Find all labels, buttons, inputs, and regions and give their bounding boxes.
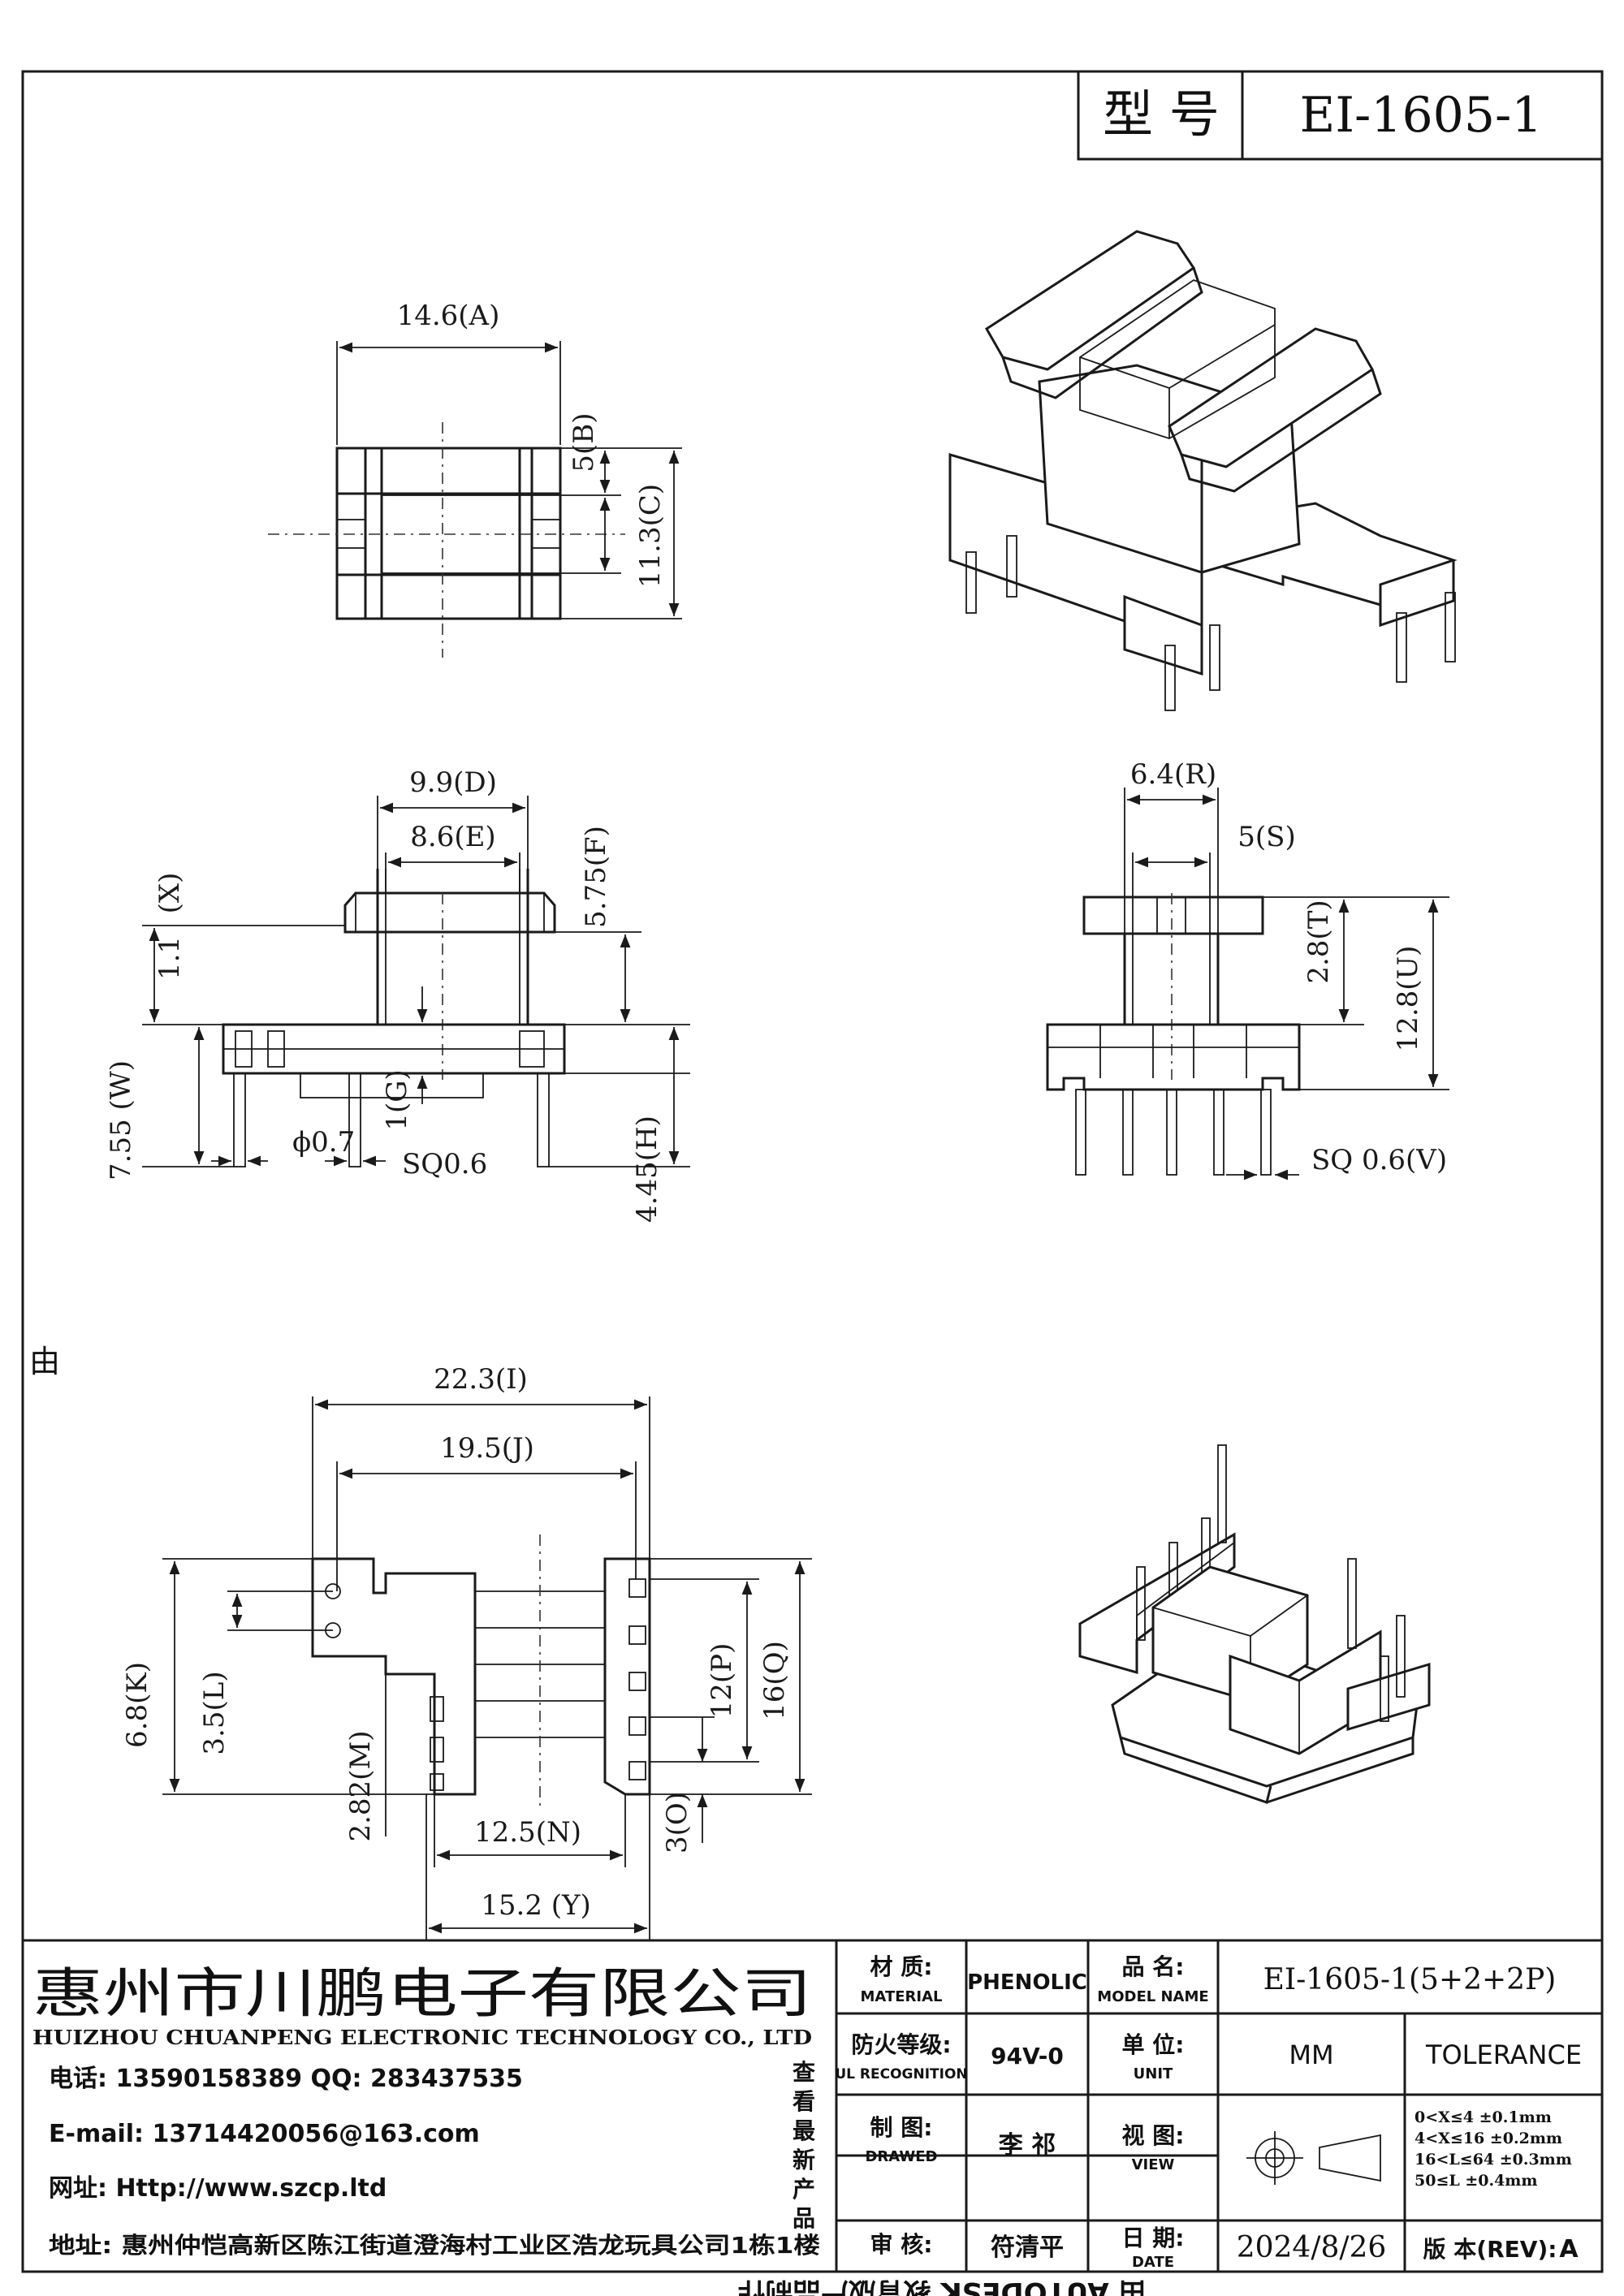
dim-y-label: 15.2 (Y): [481, 1889, 591, 1922]
model-header-label: 型 号: [1103, 84, 1220, 144]
company-address: 地址: 惠州仲恺高新区陈江街道澄海村工业区浩龙玩具公司1栋1楼: [49, 2232, 820, 2259]
dim-t-label: 2.8(T): [1302, 900, 1335, 983]
bottom-view: 22.3(I) 19.5(J) 6.8(K) 3.5(L) 2.82(M) 12…: [121, 1363, 812, 1940]
dim-e-label: 8.6(E): [410, 821, 495, 853]
front-view: 9.9(D) 8.6(E) 5.75(F) (X) 1.1 7.55 (W) 1…: [105, 766, 690, 1223]
iso-view-top: [948, 230, 1458, 711]
unit-value: MM: [1289, 2039, 1333, 2070]
dim-i-label: 22.3(I): [434, 1363, 528, 1396]
dim-f-label: 5.75(F): [580, 826, 612, 928]
dim-x-value: 1.1: [153, 936, 186, 980]
drawn-label-en: DRAWED: [865, 2148, 937, 2165]
ul-label: 防火等级:: [851, 2031, 951, 2058]
ul-value: 94V-0: [991, 2043, 1064, 2069]
view-label-en: VIEW: [1132, 2156, 1175, 2173]
drawn-label: 制 图:: [870, 2114, 933, 2141]
iso-view-bottom: [1078, 1444, 1431, 1804]
dim-u-label: 12.8(U): [1392, 946, 1424, 1052]
tolerance-row-1: 0<X≤4 ±0.1mm: [1415, 2108, 1552, 2126]
vertical-text-2: 看: [793, 2088, 815, 2115]
dim-w-label: 7.55 (W): [105, 1060, 137, 1180]
tolerance-row-2: 4<X≤16 ±0.2mm: [1415, 2130, 1562, 2147]
vertical-text-1: 查: [793, 2059, 815, 2086]
material-label: 材 质:: [870, 1953, 933, 1980]
material-label-en: MATERIAL: [861, 1988, 943, 2005]
side-mark: 由: [29, 1344, 60, 1379]
unit-label: 单 位:: [1122, 2031, 1185, 2058]
model-header-value: EI-1605-1: [1300, 87, 1543, 144]
vertical-text-6: 品: [793, 2205, 815, 2232]
sheet-border: [21, 70, 1604, 2273]
model-name-label-en: MODEL NAME: [1097, 1988, 1208, 2005]
date-label: 日 期:: [1122, 2225, 1185, 2251]
dim-q-label: 16(Q): [758, 1641, 791, 1720]
dim-l-label: 3.5(L): [198, 1671, 231, 1754]
revision-label: 版 本(REV):: [1423, 2236, 1557, 2263]
dim-j-label: 19.5(J): [440, 1432, 534, 1465]
vertical-text-4: 新: [793, 2147, 815, 2173]
revision-value: A: [1559, 2235, 1579, 2264]
dim-b-label: 5(B): [568, 412, 600, 472]
phi-label: ϕ0.7: [292, 1126, 355, 1159]
ul-label-en: UL RECOGNITION: [835, 2066, 967, 2082]
dim-o-label: 3(O): [661, 1792, 693, 1854]
dim-a-label: 14.6(A): [397, 300, 500, 332]
top-view: 14.6(A) 5(B) 11.3(C): [268, 300, 682, 658]
dim-g-label: 1(G): [381, 1069, 413, 1130]
dim-h-label: 4.45(H): [631, 1116, 663, 1223]
check-label: 审 核:: [870, 2231, 933, 2258]
dim-c-label: 11.3(C): [634, 484, 667, 588]
view-label: 视 图:: [1122, 2122, 1185, 2149]
autodesk-watermark: 由 AUTODESK 教育版产品制作: [738, 2276, 1147, 2296]
company-phone: 电话: 13590158389 QQ: 283437535: [49, 2065, 523, 2093]
tolerance-row-4: 50≤L ±0.4mm: [1415, 2172, 1538, 2190]
unit-label-en: UNIT: [1134, 2065, 1173, 2082]
drawn-value: 李 祁: [999, 2131, 1056, 2160]
model-header: 型 号 EI-1605-1: [1077, 70, 1604, 161]
check-value: 符清平: [991, 2233, 1064, 2262]
projection-symbol-icon: [1246, 2131, 1381, 2185]
date-label-en: DATE: [1132, 2254, 1174, 2271]
vertical-text-5: 产: [793, 2176, 815, 2203]
tolerance-label: TOLERANCE: [1425, 2039, 1582, 2070]
dim-k-label: 6.8(K): [121, 1662, 153, 1748]
company-name-cn: 惠州市川鹏电子有限公司: [32, 1962, 812, 2025]
title-block: 惠州市川鹏电子有限公司 HUIZHOU CHUANPENG ELECTRONIC…: [23, 1939, 1602, 2296]
company-name-en: HUIZHOU CHUANPENG ELECTRONIC TECHNOLOGY …: [32, 2026, 812, 2049]
side-view: 6.4(R) 5(S) 2.8(T) 12.8(U) SQ 0.6(V): [1046, 758, 1449, 1180]
sq-label: SQ0.6: [402, 1148, 487, 1180]
tolerance-row-3: 16<L≤64 ±0.3mm: [1415, 2151, 1572, 2169]
dim-r-label: 6.4(R): [1130, 758, 1216, 791]
vertical-text-3: 最: [793, 2117, 815, 2144]
dim-s-label: 5(S): [1237, 821, 1295, 853]
material-value: PHENOLIC: [967, 1970, 1087, 1995]
dim-p-label: 12(P): [706, 1643, 738, 1719]
date-value: 2024/8/26: [1237, 2231, 1387, 2264]
company-email: E-mail: 13714420056@163.com: [49, 2120, 480, 2148]
dim-x-label: (X): [153, 873, 186, 914]
model-name-label: 品 名:: [1122, 1953, 1185, 1980]
dim-d-label: 9.9(D): [409, 766, 497, 799]
dim-m-label: 2.82(M): [344, 1730, 377, 1841]
dim-n-label: 12.5(N): [474, 1816, 581, 1849]
company-website[interactable]: 网址: Http://www.szcp.ltd: [49, 2174, 387, 2203]
dim-v-label: SQ 0.6(V): [1311, 1144, 1447, 1176]
model-name-value: EI-1605-1(5+2+2P): [1263, 1963, 1557, 1996]
